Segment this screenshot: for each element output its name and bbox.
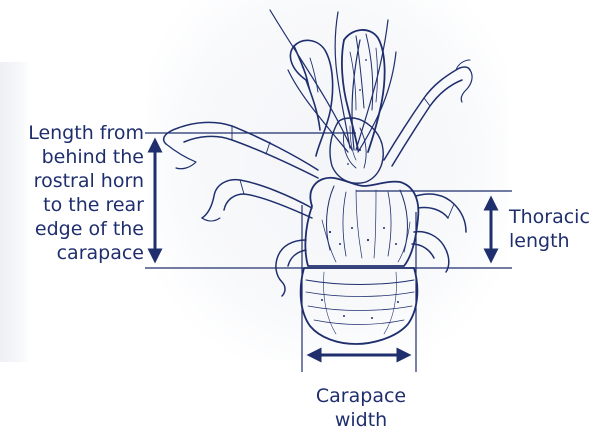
length-label: Length from behind the rostral horn to t… [28, 121, 144, 265]
left-legs [164, 122, 318, 296]
measurement-arrows [155, 145, 491, 355]
thoracic-label-line-1: Thoracic [509, 205, 590, 229]
thoracic-length-label: Thoracic length [509, 205, 590, 253]
coconut-crab-illustration [164, 10, 472, 344]
right-cheliped [342, 30, 385, 152]
length-label-line-1: Length from [28, 121, 144, 145]
carapace-width-label: Carapace width [303, 384, 419, 432]
length-label-line-4: to the rear [28, 193, 144, 217]
length-label-line-5: edge of the [28, 217, 144, 241]
width-label-line-2: width [303, 408, 419, 432]
length-label-line-2: behind the [28, 145, 144, 169]
abdomen [301, 268, 418, 344]
length-label-line-6: carapace [28, 241, 144, 265]
right-legs [384, 60, 472, 272]
left-cheliped [290, 40, 332, 156]
width-label-line-1: Carapace [303, 384, 419, 408]
length-label-line-3: rostral horn [28, 169, 144, 193]
measurement-lines [145, 133, 512, 372]
thoracic-label-line-2: length [509, 229, 590, 253]
